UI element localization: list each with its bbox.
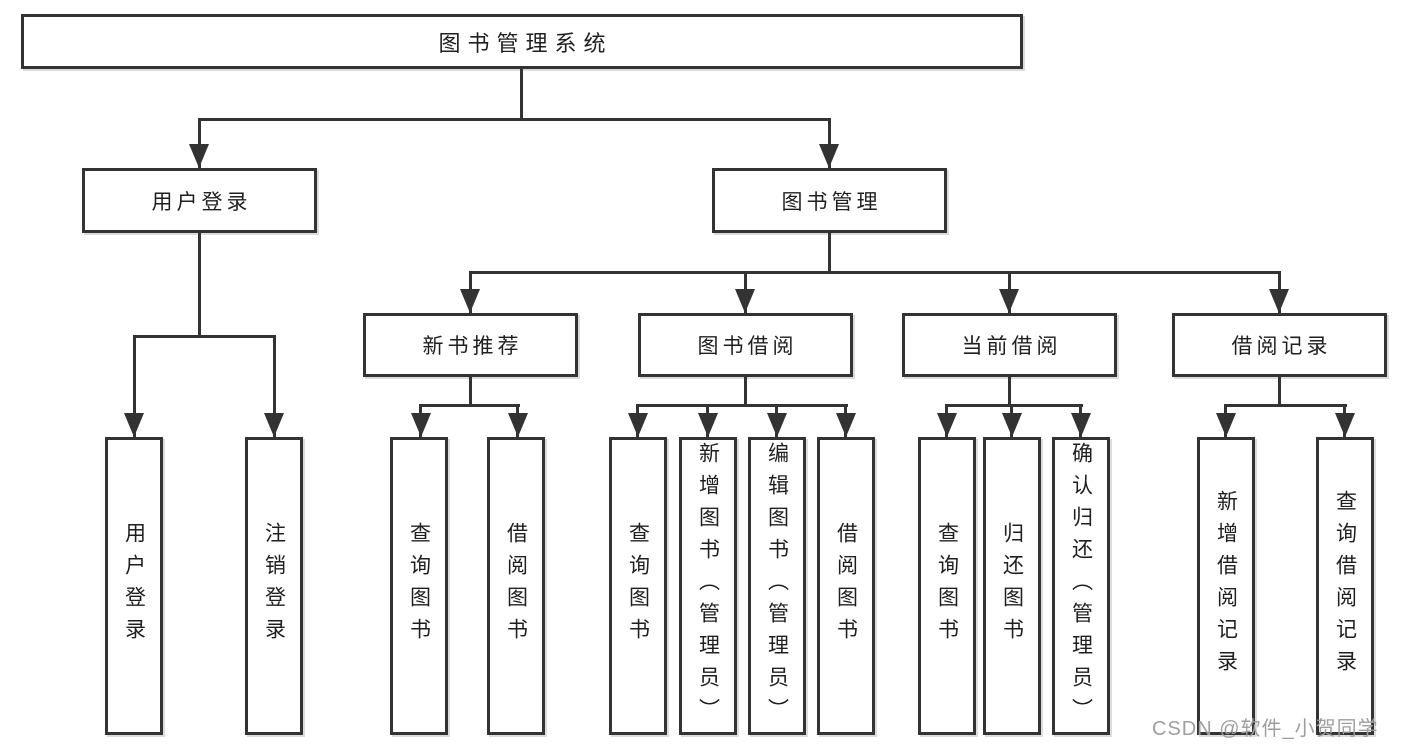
node-book-borrow-label: 图书借阅 [697, 335, 798, 358]
connector-line [520, 69, 523, 120]
node-new-book-recommend: 新书推荐 [363, 313, 578, 377]
arrowhead-icon [1216, 413, 1236, 437]
arrowhead-icon [767, 413, 787, 437]
watermark-text: CSDN @软件_小贺同学 [1152, 718, 1379, 740]
connector-line [828, 233, 831, 273]
arrowhead-icon [735, 289, 755, 313]
leaf-user-login-label: 用户登录 [122, 522, 146, 650]
leaf-query-books-recommend: 查询图书 [390, 437, 448, 735]
arrowhead-icon [999, 289, 1019, 313]
connector-line [828, 118, 831, 168]
arrowhead-icon [460, 289, 480, 313]
arrowhead-icon [937, 413, 957, 437]
connector-line [636, 404, 848, 407]
connector-line [419, 404, 520, 407]
arrowhead-icon [819, 144, 839, 168]
leaf-query-borrow-record-label: 查询借阅记录 [1333, 490, 1357, 682]
leaf-logout: 注销登录 [245, 437, 303, 735]
node-borrow-records: 借阅记录 [1172, 313, 1387, 377]
arrowhead-icon [1071, 413, 1091, 437]
node-new-book-recommend-label: 新书推荐 [422, 335, 523, 358]
leaf-borrow-books-borrow: 借阅图书 [817, 437, 875, 735]
connector-line [744, 377, 747, 407]
leaf-logout-label: 注销登录 [262, 522, 286, 650]
leaf-add-book-admin-label: 新增图书（管理员） [696, 442, 720, 730]
arrowhead-icon [124, 413, 144, 437]
leaf-edit-book-admin: 编辑图书（管理员） [748, 437, 806, 735]
node-book-system-label: 图书管理系统 [438, 30, 613, 56]
arrowhead-icon [1269, 289, 1289, 313]
node-book-management-label: 图书管理 [781, 190, 882, 214]
node-book-system: 图书管理系统 [21, 14, 1023, 69]
leaf-confirm-return-admin-label: 确认归还（管理员） [1069, 442, 1093, 730]
arrowhead-icon [1335, 413, 1355, 437]
node-current-borrow: 当前借阅 [902, 313, 1117, 377]
leaf-add-borrow-record-label: 新增借阅记录 [1214, 490, 1238, 682]
leaf-query-books-current: 查询图书 [918, 437, 976, 735]
leaf-query-books-recommend-label: 查询图书 [407, 522, 431, 650]
connector-line [198, 233, 201, 337]
connector-line [273, 335, 276, 437]
leaf-query-borrow-record: 查询借阅记录 [1316, 437, 1374, 735]
node-user-login-label: 用户登录 [151, 190, 252, 214]
connector-line [1224, 404, 1347, 407]
leaf-edit-book-admin-label: 编辑图书（管理员） [765, 442, 789, 730]
leaf-user-login: 用户登录 [105, 437, 163, 735]
connector-line [198, 118, 201, 168]
leaf-query-books-current-label: 查询图书 [935, 522, 959, 650]
connector-line [945, 404, 1083, 407]
arrowhead-icon [698, 413, 718, 437]
connector-line [198, 118, 831, 121]
arrowhead-icon [1002, 413, 1022, 437]
leaf-borrow-books-recommend-label: 借阅图书 [504, 522, 528, 650]
leaf-query-books-borrow-label: 查询图书 [626, 522, 650, 650]
leaf-borrow-books-recommend: 借阅图书 [487, 437, 545, 735]
node-book-borrow: 图书借阅 [638, 313, 853, 377]
arrowhead-icon [508, 413, 528, 437]
connector-line [469, 271, 1281, 274]
connector-line [133, 335, 136, 437]
connector-line [469, 377, 472, 407]
arrowhead-icon [189, 144, 209, 168]
arrowhead-icon [411, 413, 431, 437]
leaf-add-book-admin: 新增图书（管理员） [679, 437, 737, 735]
leaf-add-borrow-record: 新增借阅记录 [1197, 437, 1255, 735]
connector-line [1008, 377, 1011, 407]
node-book-management: 图书管理 [712, 168, 947, 233]
node-borrow-records-label: 借阅记录 [1231, 335, 1332, 358]
leaf-query-books-borrow: 查询图书 [609, 437, 667, 735]
arrowhead-icon [264, 413, 284, 437]
leaf-return-books: 归还图书 [983, 437, 1041, 735]
arrowhead-icon [628, 413, 648, 437]
connector-line [133, 335, 276, 338]
leaf-return-books-label: 归还图书 [1000, 522, 1024, 650]
arrowhead-icon [836, 413, 856, 437]
leaf-confirm-return-admin: 确认归还（管理员） [1052, 437, 1110, 735]
leaf-borrow-books-borrow-label: 借阅图书 [834, 522, 858, 650]
connector-line [1278, 377, 1281, 407]
node-user-login: 用户登录 [82, 168, 317, 233]
node-current-borrow-label: 当前借阅 [961, 335, 1062, 358]
